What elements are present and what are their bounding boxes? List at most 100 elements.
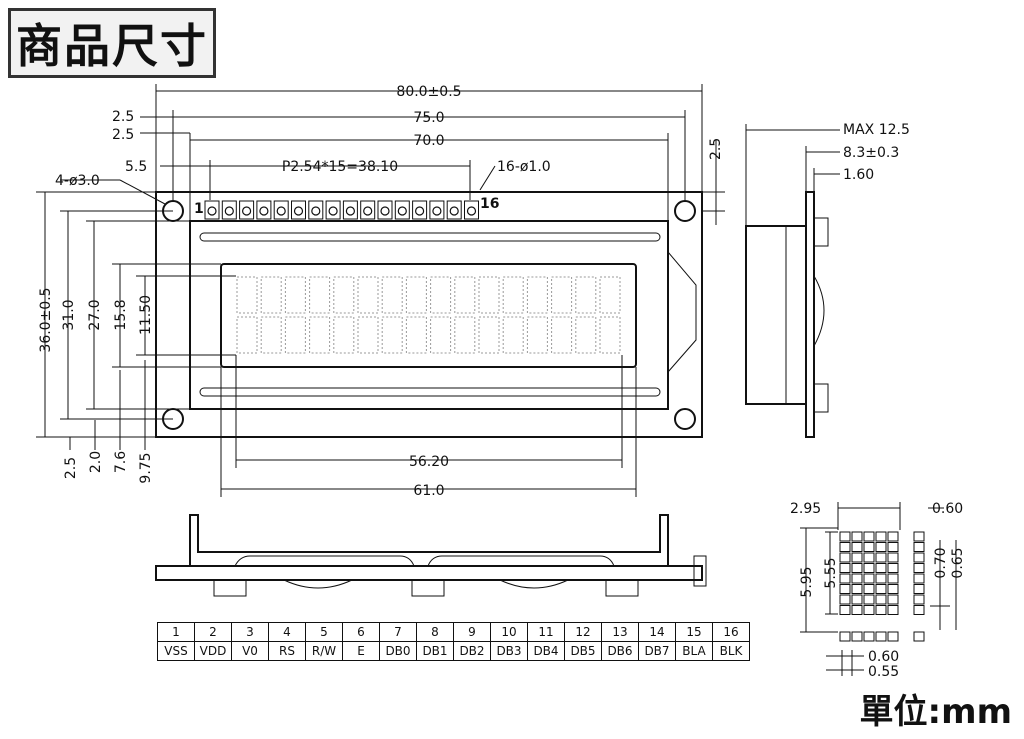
pin-name-cell: DB4 xyxy=(527,641,565,661)
dot xyxy=(875,605,887,615)
char-cell xyxy=(575,276,597,314)
lcd-side-view xyxy=(745,124,840,438)
dot xyxy=(913,552,925,563)
char-cell xyxy=(381,316,403,354)
pin-hole xyxy=(380,206,390,216)
pin-pad xyxy=(464,200,479,220)
pin-number-cell: 5 xyxy=(305,622,343,642)
char-cell xyxy=(551,316,573,354)
dim-top-2-5b: 2.5 xyxy=(112,127,134,143)
pin-hole xyxy=(397,206,407,216)
dot xyxy=(851,542,863,552)
bottom-pin xyxy=(411,579,445,597)
char-cell xyxy=(236,316,258,354)
pin-name-cell: DB2 xyxy=(453,641,491,661)
dot xyxy=(887,594,899,605)
cursor-dot xyxy=(913,631,925,642)
char-cell xyxy=(357,276,379,314)
pin-pad xyxy=(446,200,462,220)
dot xyxy=(875,542,887,552)
pin-pad xyxy=(360,200,376,220)
dot xyxy=(863,605,875,615)
char-cell xyxy=(309,316,331,354)
pin-pad xyxy=(325,200,341,220)
dim-side-pcb: 1.60 xyxy=(843,167,874,183)
pin-number-cell: 10 xyxy=(490,622,528,642)
cursor-dot xyxy=(875,631,887,642)
char-cell xyxy=(599,316,621,354)
dim-hole-pitch-w: 75.0 xyxy=(413,110,444,126)
char-cell xyxy=(478,276,500,314)
side-pcb xyxy=(805,191,815,438)
dot xyxy=(851,584,863,594)
dot xyxy=(851,594,863,605)
pcb-outline xyxy=(155,191,703,438)
dot xyxy=(875,563,887,573)
char-cell xyxy=(454,316,476,354)
pin-hole xyxy=(224,206,234,216)
dim-bottom-2-0: 2.0 xyxy=(88,451,104,473)
dim-overall-width: 80.0±0.5 xyxy=(396,84,461,100)
dot xyxy=(839,563,851,573)
dot xyxy=(839,605,851,615)
pin-pad xyxy=(412,200,428,220)
dot xyxy=(863,552,875,563)
dot xyxy=(839,542,851,552)
dot xyxy=(839,573,851,584)
dot xyxy=(913,531,925,542)
pin-hole xyxy=(345,206,355,216)
dot xyxy=(851,605,863,615)
pin-number-cell: 7 xyxy=(379,622,417,642)
dim-va-w: 61.0 xyxy=(413,483,444,499)
pin-hole xyxy=(466,206,477,216)
pin-label-first: 1 xyxy=(194,201,204,217)
dim-dot-pitch: 0.55 xyxy=(868,664,899,680)
bottom-pcb xyxy=(155,565,703,581)
pin-number-cell: 14 xyxy=(638,622,676,642)
pin-hole xyxy=(242,206,252,216)
dim-pin-hole: 16-ø1.0 xyxy=(497,159,551,175)
pin-hole xyxy=(363,206,373,216)
char-cell xyxy=(260,316,282,354)
dim-side-max: MAX 12.5 xyxy=(843,122,910,138)
pin-name-cell: DB1 xyxy=(416,641,454,661)
pin-name-cell: VDD xyxy=(194,641,232,661)
bottom-pin xyxy=(605,579,639,597)
dim-overall-height: 36.0±0.5 xyxy=(38,287,54,352)
pin-pad xyxy=(221,200,237,220)
mount-hole xyxy=(674,408,696,430)
bezel-slot-top xyxy=(199,232,661,242)
char-cell xyxy=(333,276,355,314)
dim-pin-pitch: P2.54*15=38.10 xyxy=(282,159,398,175)
pin-pad xyxy=(394,200,410,220)
front-dimensions xyxy=(36,84,725,497)
dot xyxy=(887,552,899,563)
pin-pad xyxy=(429,200,445,220)
dot xyxy=(839,584,851,594)
dot xyxy=(913,573,925,584)
dim-char-w: 2.95 xyxy=(790,501,821,517)
pin-pad xyxy=(308,200,324,220)
dot xyxy=(887,531,899,542)
char-cell xyxy=(284,316,306,354)
pin-name-cell: VSS xyxy=(157,641,195,661)
dot xyxy=(887,584,899,594)
dot xyxy=(851,531,863,542)
char-cell xyxy=(333,316,355,354)
dim-bezel-h: 27.0 xyxy=(87,299,103,330)
pin-number-cell: 15 xyxy=(675,622,713,642)
bezel xyxy=(189,220,669,410)
pin-number-cell: 8 xyxy=(416,622,454,642)
dot xyxy=(851,552,863,563)
char-cell xyxy=(405,276,427,314)
bottom-pin xyxy=(213,579,247,597)
pin-pad xyxy=(204,200,220,220)
char-cell xyxy=(260,276,282,314)
pin-name-cell: BLK xyxy=(712,641,750,661)
dot xyxy=(839,552,851,563)
pin-hole xyxy=(311,206,321,216)
dot xyxy=(913,542,925,552)
char-cell xyxy=(502,276,524,314)
dot xyxy=(875,594,887,605)
